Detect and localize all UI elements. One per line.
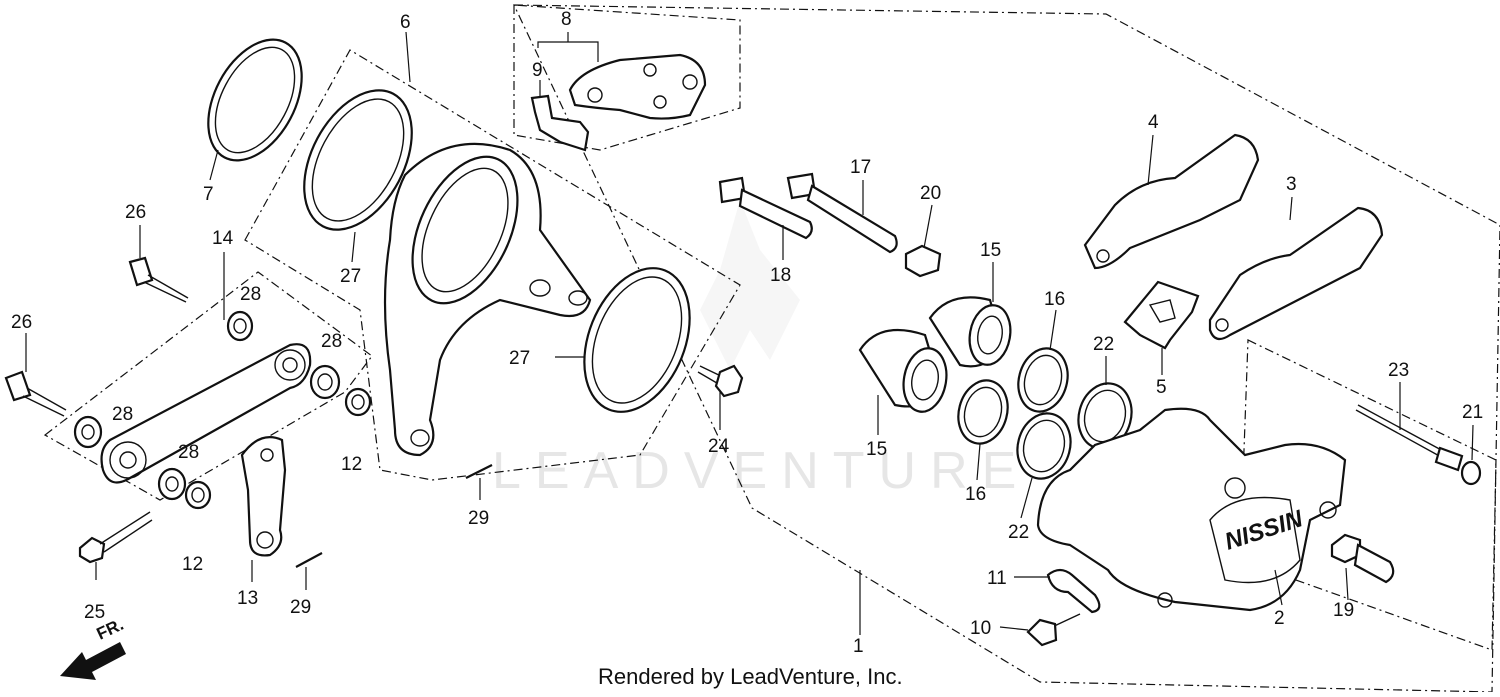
watermark-logo: [700, 200, 800, 370]
pin-18: [718, 176, 813, 240]
link-14-outline: [43, 271, 373, 501]
clip-9: [530, 94, 590, 152]
front-direction-arrow: FR.: [60, 615, 127, 680]
pad-4: [1083, 133, 1260, 270]
leader-lines: [25, 31, 1474, 635]
piston-15-lower: [858, 328, 948, 413]
bearing-28-group: [73, 310, 341, 501]
spring-5: [1123, 280, 1200, 350]
callout-16-upper: 16: [1044, 289, 1065, 310]
bolt-25: [78, 511, 153, 564]
callout-labels: 1 2 3 4 5 6 7 8 9 10 11 12 12 13 14 15 1…: [11, 9, 1483, 657]
bolt-19: [1330, 533, 1395, 584]
callout-25: 25: [84, 602, 105, 623]
bolt-26-lower: [4, 370, 67, 417]
bolt-26-upper: [128, 256, 189, 303]
callout-27-lower: 27: [509, 348, 530, 369]
callout-27-upper: 27: [340, 266, 361, 287]
callout-5: 5: [1156, 377, 1167, 398]
callout-13: 13: [237, 588, 258, 609]
seal-27-upper: [303, 89, 413, 231]
seal-22-lower: [1016, 412, 1072, 480]
callout-21: 21: [1462, 402, 1483, 423]
seal-27-lower: [583, 267, 691, 413]
pad-3: [1208, 206, 1384, 341]
plug-21: [1460, 460, 1482, 486]
callout-26-lower: 26: [11, 312, 32, 333]
callout-20: 20: [920, 183, 941, 204]
callout-29-lower: 29: [290, 597, 311, 618]
watermark-text: LEADVENTURE: [492, 442, 1030, 500]
credit-text: Rendered by LeadVenture, Inc.: [598, 664, 903, 689]
callout-14: 14: [212, 228, 234, 249]
callout-29-upper: 29: [468, 508, 489, 529]
bracket-6: [383, 142, 592, 457]
callout-16-lower: 16: [965, 484, 986, 505]
callout-17: 17: [850, 157, 871, 178]
callout-6: 6: [400, 12, 411, 33]
bleeder-10: [1026, 613, 1081, 647]
bolt-24: [697, 364, 744, 398]
seal-16-upper: [1017, 347, 1069, 413]
bracket-6-outline: [244, 49, 741, 481]
cap-11: [1046, 568, 1101, 614]
rod-13: [240, 436, 287, 557]
callout-28-c: 28: [112, 404, 133, 425]
callout-12-upper: 12: [341, 454, 362, 475]
callout-11: 11: [987, 568, 1007, 589]
seal-7: [207, 38, 303, 162]
callout-10: 10: [970, 618, 991, 639]
bracket-8: [568, 53, 707, 120]
seal-16-lower: [957, 379, 1009, 445]
callout-22-upper: 22: [1093, 334, 1114, 355]
caliper-body-2: NISSIN: [1036, 407, 1347, 612]
callout-18: 18: [770, 265, 791, 286]
callout-26-upper: 26: [125, 202, 146, 223]
callout-12-lower: 12: [182, 554, 203, 575]
pin-17: [786, 172, 898, 254]
pin-23: [1355, 404, 1464, 472]
plug-20: [904, 244, 942, 278]
bracket-8-outline: [513, 4, 741, 151]
link-arm-14: [100, 343, 312, 484]
collar-12-group: [184, 387, 372, 510]
callout-15-upper: 15: [980, 240, 1001, 261]
pins-29: [295, 464, 493, 568]
callout-7: 7: [203, 184, 214, 205]
callout-19: 19: [1333, 600, 1354, 621]
callout-8: 8: [561, 9, 572, 30]
callout-15-lower: 15: [866, 439, 887, 460]
callout-9: 9: [532, 60, 543, 81]
callout-28-b: 28: [321, 331, 342, 352]
callout-24: 24: [708, 436, 730, 457]
callout-2: 2: [1274, 608, 1285, 629]
callout-4: 4: [1148, 112, 1159, 133]
callout-23: 23: [1388, 360, 1409, 381]
callout-3: 3: [1286, 174, 1297, 195]
callout-22-lower: 22: [1008, 522, 1029, 543]
piston-15-upper: [928, 296, 1012, 368]
callout-1: 1: [853, 636, 864, 657]
callout-28-d: 28: [178, 442, 199, 463]
callout-28-a: 28: [240, 284, 261, 305]
